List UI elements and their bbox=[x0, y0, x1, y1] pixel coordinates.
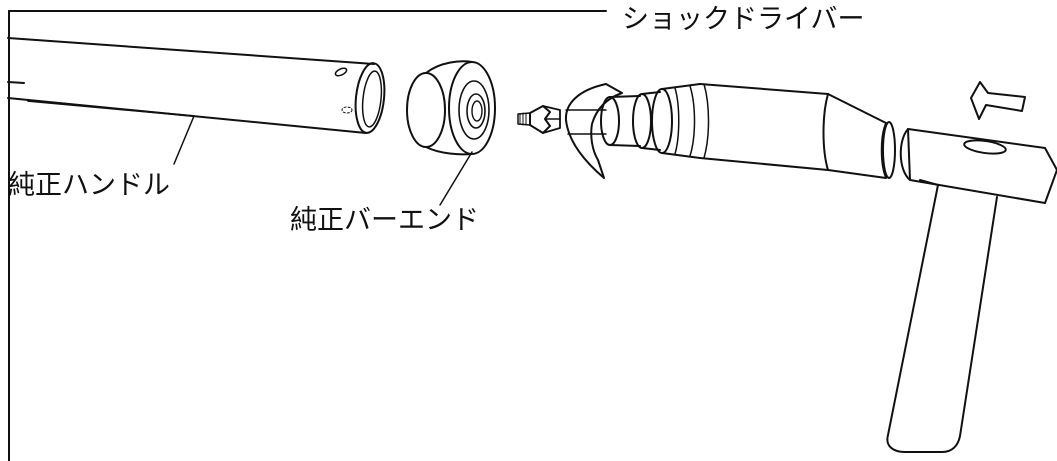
bar-end bbox=[406, 60, 496, 206]
handle-tube bbox=[7, 37, 386, 165]
shock-driver bbox=[564, 83, 896, 179]
direction-arrow bbox=[970, 81, 1026, 120]
bar-end-label: 純正バーエンド bbox=[290, 205, 479, 236]
driver-bit bbox=[517, 105, 561, 134]
shock-driver-label: ショックドライバー bbox=[622, 4, 865, 35]
handle-label: 純正ハンドル bbox=[8, 170, 170, 201]
frame bbox=[8, 10, 607, 461]
hammer bbox=[886, 128, 1057, 453]
